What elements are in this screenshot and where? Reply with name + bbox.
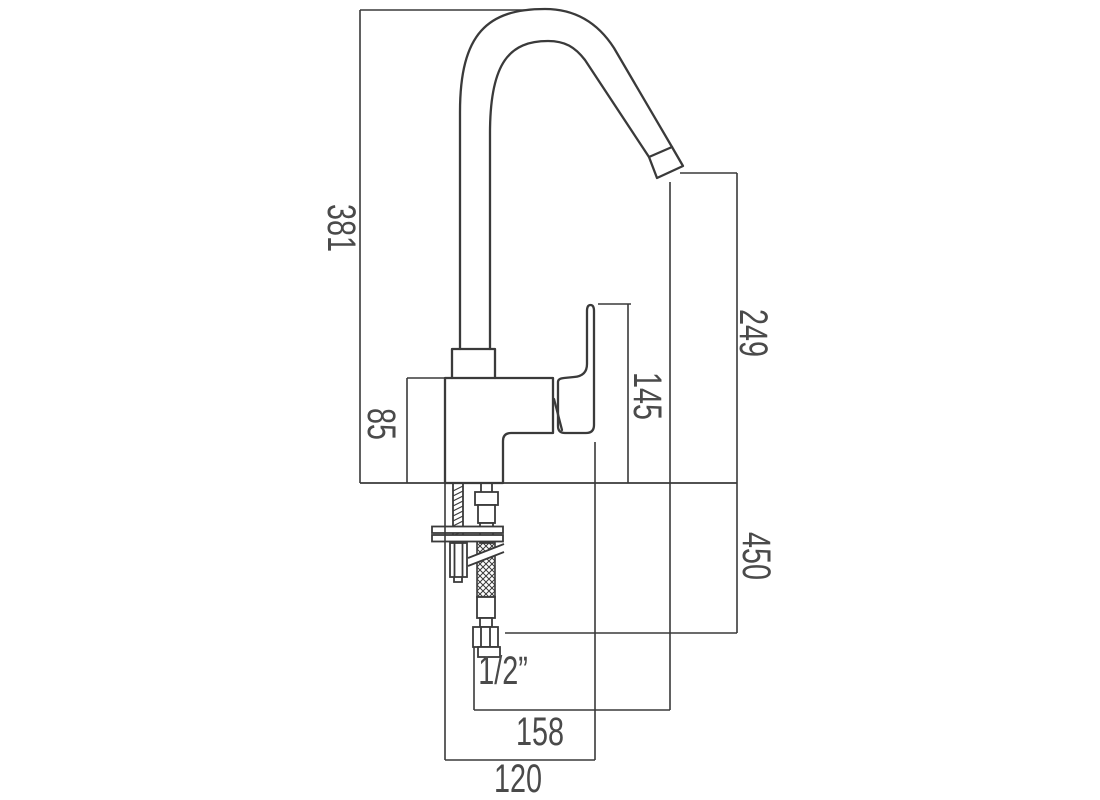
handle-lever: [556, 303, 596, 435]
dimension-249-line: [680, 172, 738, 483]
dimension-85: 85: [359, 377, 445, 483]
hose-ferrule: [476, 596, 496, 619]
break-mask: [466, 544, 506, 566]
dimension-381-line: [359, 9, 527, 483]
dimension-381: 381: [319, 9, 527, 483]
supply-hose: [466, 491, 506, 658]
dimension-145: 145: [598, 303, 670, 483]
hose-tailpipe: [480, 483, 493, 492]
hose-lower-neck: [479, 617, 493, 628]
mounting-plates: [431, 525, 504, 543]
mounting-nut-flats: [453, 543, 464, 577]
mounting-nut: [449, 542, 468, 583]
undercounter-parts: [431, 483, 506, 658]
dimension-85-line: [406, 377, 445, 483]
dimension-450: 450: [505, 483, 779, 634]
hose-fitting-body: [477, 504, 496, 524]
spout-collar: [450, 347, 497, 380]
dimension-158: 158: [473, 182, 671, 755]
break-lines: [467, 543, 505, 567]
dimension-450-line: [505, 483, 738, 634]
mounting-plate-top: [431, 525, 504, 534]
hose-top-fitting: [474, 491, 499, 506]
hose-hex-nut-flats: [480, 627, 491, 647]
dimension-half-inch: 1/2”: [478, 649, 528, 694]
hose-break-mark: [466, 543, 506, 567]
mounting-nut-body: [449, 542, 468, 578]
spout-tip-aerator: [647, 145, 685, 180]
faucet-body: [443, 376, 555, 485]
spout-inner-edge: [488, 39, 651, 351]
stud-stub: [453, 577, 463, 583]
spout-outer-edge: [458, 7, 674, 351]
dimension-145-label: 145: [625, 372, 670, 420]
dimension-lines: 381 85 145 249 450 1/2” 158: [319, 9, 779, 800]
dimension-120-line: [444, 442, 596, 761]
dimension-158-label: 158: [516, 710, 564, 755]
dimension-120: 120: [444, 442, 596, 800]
dimension-249-label: 249: [731, 309, 776, 357]
dimension-450-label: 450: [734, 532, 779, 580]
dimension-158-line: [473, 182, 671, 711]
dimension-381-label: 381: [319, 204, 364, 252]
dimension-half-inch-label: 1/2”: [478, 649, 528, 694]
faucet-outline: [443, 7, 685, 485]
dimension-120-label: 120: [494, 757, 542, 800]
hose-end-tail: [477, 646, 501, 658]
dimension-249: 249: [680, 172, 776, 483]
dimension-145-line: [598, 303, 631, 483]
dimension-85-label: 85: [359, 408, 404, 440]
mounting-plate-bottom: [431, 534, 504, 543]
hose-hex-nut: [472, 626, 499, 648]
